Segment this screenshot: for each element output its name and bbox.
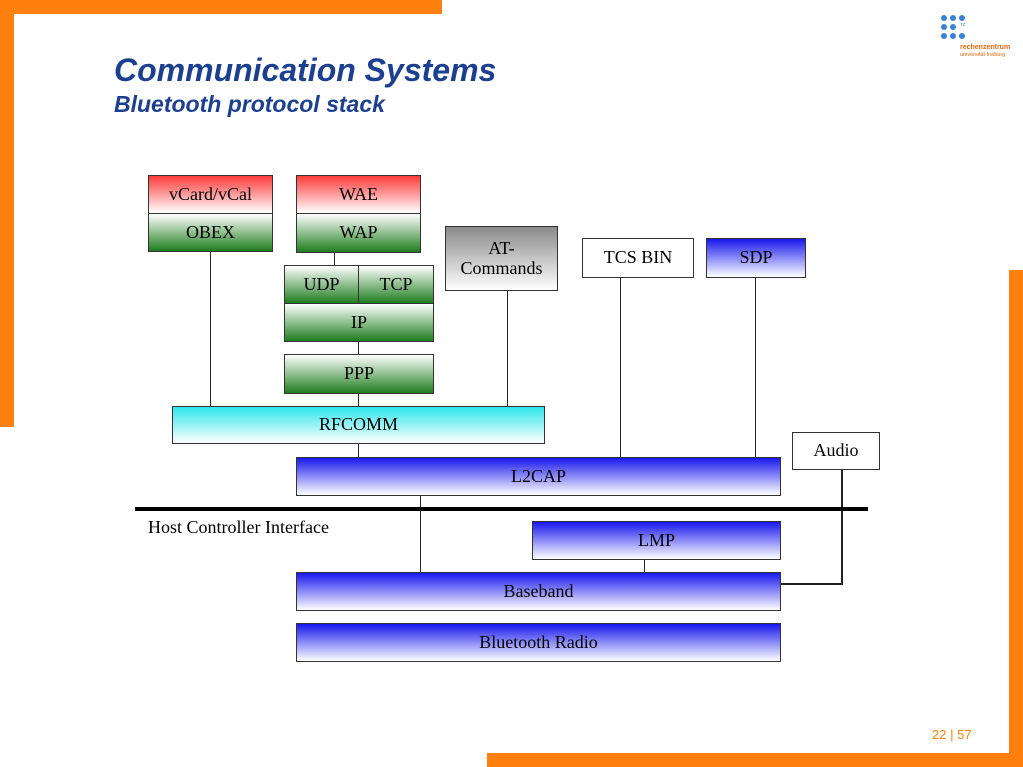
at-commands-line1: AT- <box>488 237 515 258</box>
connector-l2cap-baseband <box>420 495 421 573</box>
vcard-vcal-box: vCard/vCal <box>148 175 273 214</box>
obex-box: OBEX <box>148 213 273 252</box>
logo-line1: rechenzentrum <box>960 44 1011 51</box>
frame-left-bar <box>0 0 14 427</box>
rfcomm-box: RFCOMM <box>172 406 545 444</box>
connector-lmp-baseband <box>644 559 645 573</box>
lmp-box: LMP <box>532 521 781 560</box>
tcs-bin-box: TCS BIN <box>582 238 694 278</box>
at-commands-box: AT- Commands <box>445 226 558 291</box>
hci-label: Host Controller Interface <box>148 517 329 537</box>
university-logo: rz rechenzentrum universität freiburg <box>938 14 1011 62</box>
audio-box: Audio <box>792 432 880 470</box>
hci-divider-line <box>135 507 868 511</box>
ppp-box: PPP <box>284 354 434 394</box>
l2cap-box: L2CAP <box>296 457 781 496</box>
frame-bottom-bar <box>487 753 1023 767</box>
logo-line2: universität freiburg <box>960 52 1006 58</box>
sdp-box: SDP <box>706 238 806 278</box>
page-current: 22 <box>932 727 947 742</box>
page-subtitle: Bluetooth protocol stack <box>114 91 385 117</box>
page-title: Communication Systems <box>114 52 497 88</box>
connector-audio-horizontal <box>780 583 843 585</box>
logo-small-label: rz <box>961 22 966 28</box>
frame-right-bar <box>1009 270 1023 767</box>
page-number: 22 | 57 <box>932 727 972 742</box>
udp-box: UDP <box>284 265 359 304</box>
connector-sdp-l2cap <box>755 277 756 457</box>
connector-ip-ppp <box>358 341 359 354</box>
tcp-box: TCP <box>358 265 434 304</box>
frame-top-bar <box>0 0 442 14</box>
bluetooth-radio-box: Bluetooth Radio <box>296 623 781 662</box>
page-separator: | <box>950 727 954 742</box>
connector-wap-udp <box>334 252 335 265</box>
at-commands-line2: Commands <box>460 257 543 278</box>
connector-rfcomm-l2cap <box>358 443 359 457</box>
connector-tcs-l2cap <box>620 277 621 457</box>
connector-ppp-rfcomm <box>358 393 359 406</box>
wap-box: WAP <box>296 213 421 253</box>
connector-obex-rfcomm <box>210 251 211 406</box>
baseband-box: Baseband <box>296 572 781 611</box>
ip-box: IP <box>284 303 434 342</box>
wae-box: WAE <box>296 175 421 214</box>
page-total: 57 <box>957 727 972 742</box>
connector-audio-vertical <box>841 469 843 585</box>
connector-at-rfcomm <box>507 290 508 406</box>
